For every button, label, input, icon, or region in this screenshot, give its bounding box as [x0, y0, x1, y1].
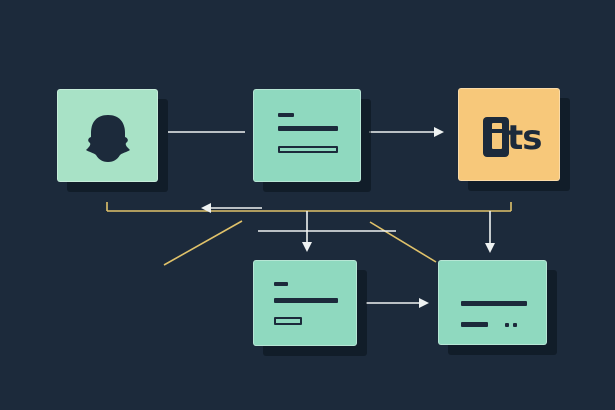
dot-b	[513, 323, 517, 327]
text-lines-icon	[254, 261, 356, 345]
diag-right	[369, 221, 437, 263]
line-short	[278, 113, 294, 117]
list-node-bottom-right[interactable]	[438, 260, 547, 345]
ts-node[interactable]: ts	[458, 88, 560, 181]
dot-a	[505, 323, 509, 327]
line-long	[274, 298, 338, 303]
line-outline	[278, 146, 338, 153]
list-node-bottom-left[interactable]	[253, 260, 357, 346]
line-short	[274, 282, 288, 286]
line-long	[278, 126, 338, 131]
line-outline	[274, 317, 302, 325]
text-lines-icon	[439, 261, 546, 344]
ghost-icon	[86, 115, 130, 162]
ts-logo-text: ts	[507, 118, 542, 158]
phone-ts-icon	[483, 117, 509, 157]
list-node-top[interactable]	[253, 89, 361, 182]
line-long	[461, 301, 527, 306]
text-lines-icon	[254, 90, 360, 181]
line-medium	[461, 322, 488, 327]
ghost-node[interactable]	[57, 89, 158, 182]
diag-left	[163, 220, 243, 266]
